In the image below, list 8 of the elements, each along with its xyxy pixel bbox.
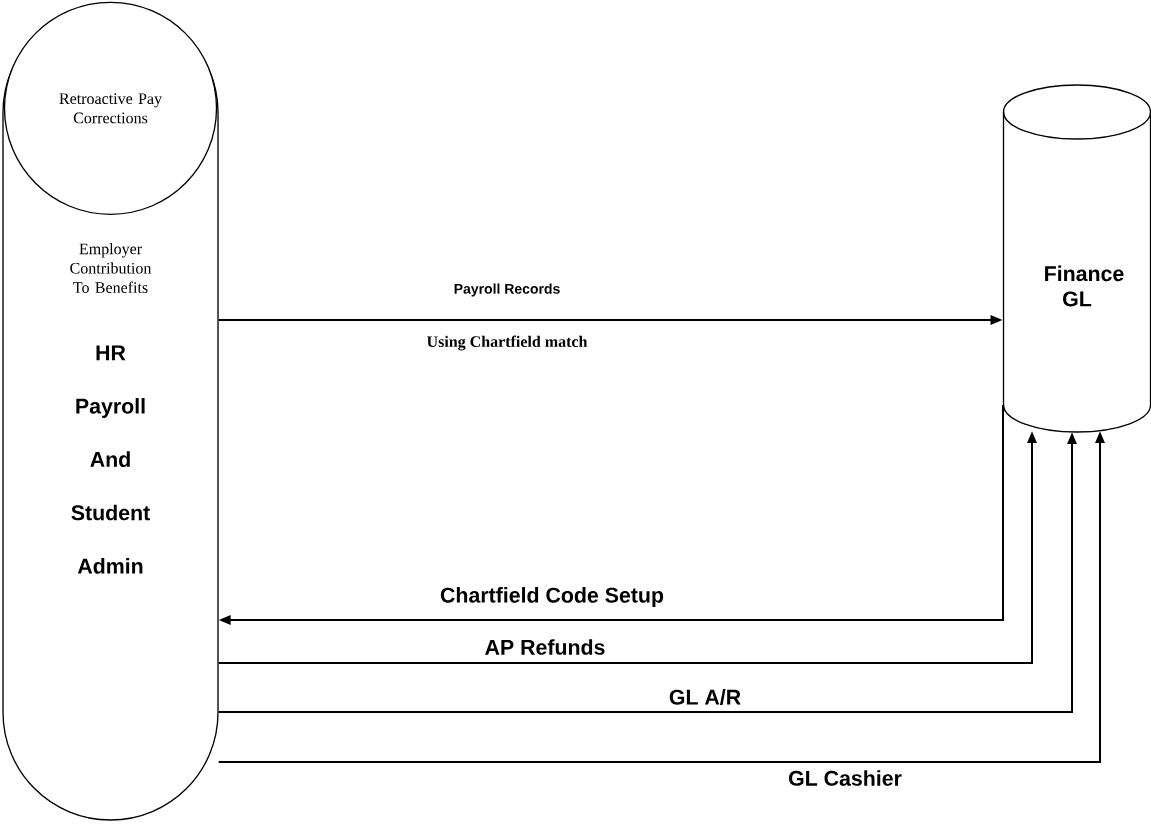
edge-label: AP Refunds: [485, 639, 605, 655]
node-label: Finance GL: [1045, 265, 1124, 307]
edge-note: Using Chartfield match: [426, 335, 588, 351]
edge-label: Payroll Records: [454, 283, 560, 297]
edge-label: Chartfield Code Setup: [440, 587, 664, 607]
database-cylinder: Finance GL: [1002, 84, 1151, 433]
edge-label: GL Cashier: [789, 770, 902, 786]
edge-label: GL A/R: [669, 689, 741, 705]
